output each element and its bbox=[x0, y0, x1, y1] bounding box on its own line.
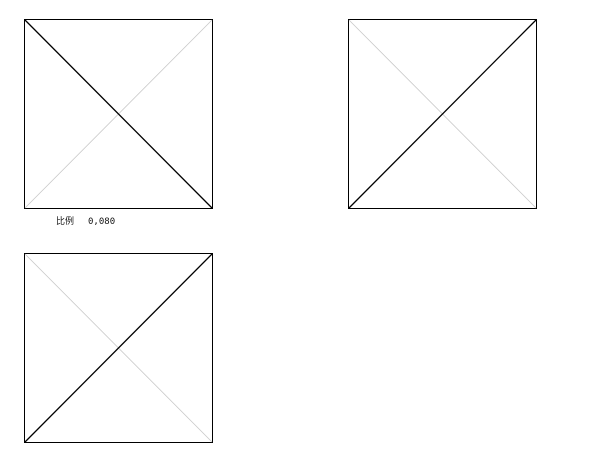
square-panel-top-right bbox=[348, 19, 537, 209]
dark-diagonal bbox=[348, 19, 537, 209]
panel-diagonals bbox=[348, 19, 537, 209]
panel-diagonals bbox=[24, 19, 213, 209]
square-panel-bottom-left bbox=[24, 253, 213, 443]
dark-diagonal bbox=[24, 253, 213, 443]
dark-diagonal bbox=[24, 19, 213, 209]
scale-label: 比例 0,080 bbox=[56, 214, 115, 227]
panel-diagonals bbox=[24, 253, 213, 443]
scale-label-text: 比例 bbox=[56, 217, 75, 227]
square-panel-top-left bbox=[24, 19, 213, 209]
scale-value: 0,080 bbox=[88, 217, 116, 227]
